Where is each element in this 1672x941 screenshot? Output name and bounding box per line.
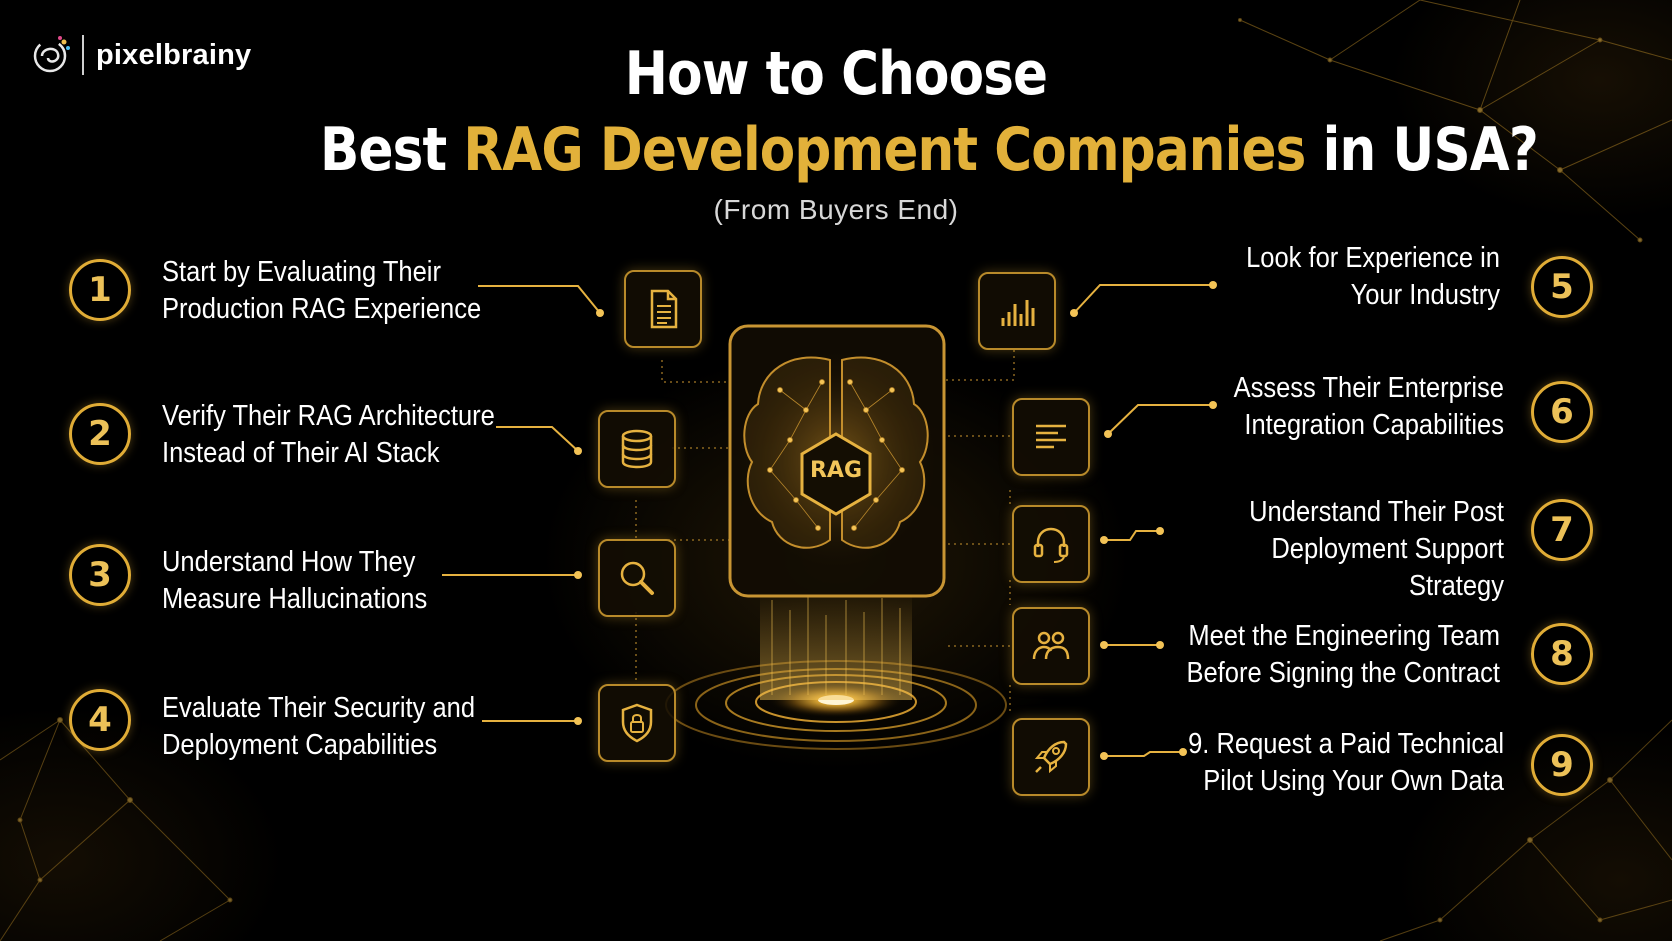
icon-box-2: [598, 410, 676, 488]
connector-lines: [442, 284, 1213, 757]
shield-lock-icon: [621, 703, 653, 743]
step-text-7: Understand Their Post Deployment Support…: [1249, 496, 1504, 602]
title-line-1: How to Choose: [624, 39, 1048, 109]
step-number-1: 1: [69, 259, 131, 321]
title-post: in USA?: [1305, 115, 1539, 185]
magnifier-icon: [620, 561, 654, 595]
headset-icon: [1033, 527, 1069, 563]
step-number-9: 9: [1531, 734, 1593, 796]
header: How to Choose Best RAG Development Compa…: [236, 36, 1539, 226]
title-line-2: Best RAG Development Companies in USA?: [320, 112, 1539, 188]
bar-chart-icon: [1001, 300, 1035, 326]
brand-logo: pixelbrainy: [30, 34, 251, 76]
step-text-6: Assess Their Enterprise Integration Capa…: [1233, 372, 1504, 441]
icon-box-1: [624, 270, 702, 348]
network-bottom-right: [1379, 719, 1672, 941]
step-number-6: 6: [1531, 381, 1593, 443]
step-text-4: Evaluate Their Security and Deployment C…: [162, 692, 476, 761]
icon-box-5: [978, 272, 1056, 350]
icon-box-8: [1012, 607, 1090, 685]
step-text-5: Look for Experience in Your Industry: [1246, 242, 1500, 311]
rag-label: RAG: [809, 458, 863, 483]
logo-divider: [82, 35, 84, 75]
document-lines-icon: [1036, 424, 1066, 449]
step-text-2: Verify Their RAG Architecture Instead of…: [162, 400, 495, 469]
icon-box-3: [598, 539, 676, 617]
team-icon: [1032, 631, 1070, 660]
step-number-2: 2: [69, 403, 131, 465]
step-text-8: Meet the Engineering Team Before Signing…: [1186, 620, 1500, 689]
database-icon: [621, 429, 653, 469]
step-number-3: 3: [69, 544, 131, 606]
document-icon: [650, 289, 678, 329]
step-number-8: 8: [1531, 623, 1593, 685]
rag-hexagon: [800, 432, 872, 516]
dotted-links: [635, 350, 1015, 715]
icon-box-4: [598, 684, 676, 762]
icon-box-9: [1012, 718, 1090, 796]
subtitle: (From Buyers End): [713, 194, 959, 225]
step-number-5: 5: [1531, 256, 1593, 318]
step-number-4: 4: [69, 689, 131, 751]
step-text-1: Start by Evaluating Their Production RAG…: [162, 256, 482, 325]
brain-swirl-icon: [30, 34, 72, 76]
brain-nodes: [767, 379, 905, 531]
step-text-3: Understand How They Measure Hallucinatio…: [162, 546, 428, 615]
rocket-icon: [1034, 740, 1068, 774]
brand-name: pixelbrainy: [96, 38, 252, 71]
icon-box-7: [1012, 505, 1090, 583]
light-beam: [760, 590, 912, 700]
connector-dots: [574, 281, 1217, 760]
icon-box-6: [1012, 398, 1090, 476]
title-highlight: RAG Development Companies: [463, 115, 1306, 185]
network-top-right: [1238, 0, 1672, 243]
title-pre: Best: [320, 115, 464, 185]
step-text-9: 9. Request a Paid Technical Pilot Using …: [1188, 728, 1504, 797]
step-number-7: 7: [1531, 499, 1593, 561]
